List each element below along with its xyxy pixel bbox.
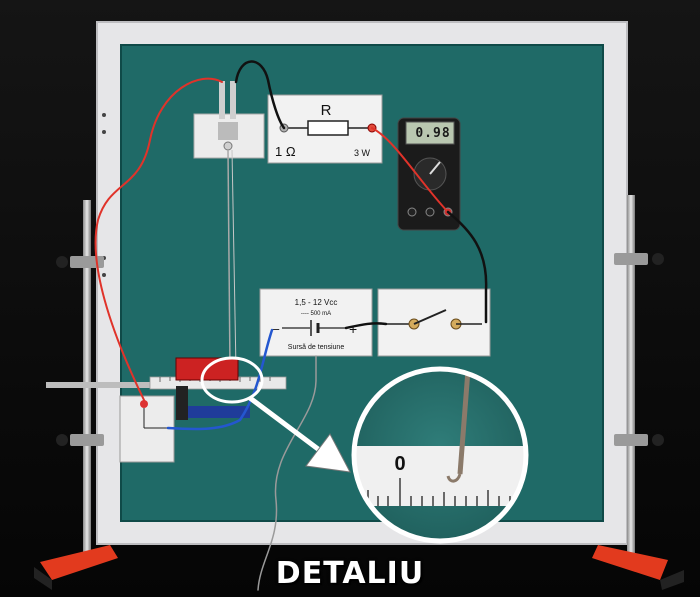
detail-arrow (248, 396, 351, 473)
multimeter (397, 117, 461, 231)
detail-caption: DETALIU (275, 556, 425, 591)
supply-minus: – (272, 321, 280, 336)
resistor-value: 1 Ω (275, 144, 296, 159)
right-stand-rod (627, 195, 635, 565)
power-cord (257, 355, 317, 591)
red-wire-top (94, 77, 223, 401)
supply-range: 1,5 - 12 Vcc (295, 298, 338, 307)
left-clamp-bottom (56, 434, 104, 446)
magnified-detail: 0 (351, 366, 529, 544)
terminal-box (119, 395, 175, 463)
multimeter-display: 0.98 (415, 126, 451, 141)
switch-module (377, 288, 491, 357)
blue-wire (166, 328, 274, 431)
resistor-power: 3 W (354, 148, 371, 158)
black-wire-supply (344, 322, 388, 330)
resistor-module: R 1 Ω 3 W (267, 94, 383, 164)
metal-wire (227, 149, 231, 371)
resistor-symbol: R (321, 102, 332, 119)
right-stand-foot (592, 545, 684, 590)
supply-current: ---- 500 mA (301, 311, 331, 317)
black-wire-top (234, 60, 286, 130)
wire-holder (193, 81, 265, 159)
power-supply-module: 1,5 - 12 Vcc ---- 500 mA – + Sursă de te… (259, 288, 373, 357)
left-stand-foot (34, 545, 118, 590)
scale-zero: 0 (394, 453, 405, 475)
right-clamp-bottom (614, 434, 664, 446)
supply-label: Sursă de tensiune (288, 344, 345, 351)
supply-plus: + (349, 321, 357, 337)
black-wire-meter (446, 210, 488, 324)
red-wire-meter (371, 127, 449, 213)
right-clamp-top (614, 253, 664, 265)
support-arm (46, 382, 166, 388)
detail-highlight (200, 356, 264, 404)
